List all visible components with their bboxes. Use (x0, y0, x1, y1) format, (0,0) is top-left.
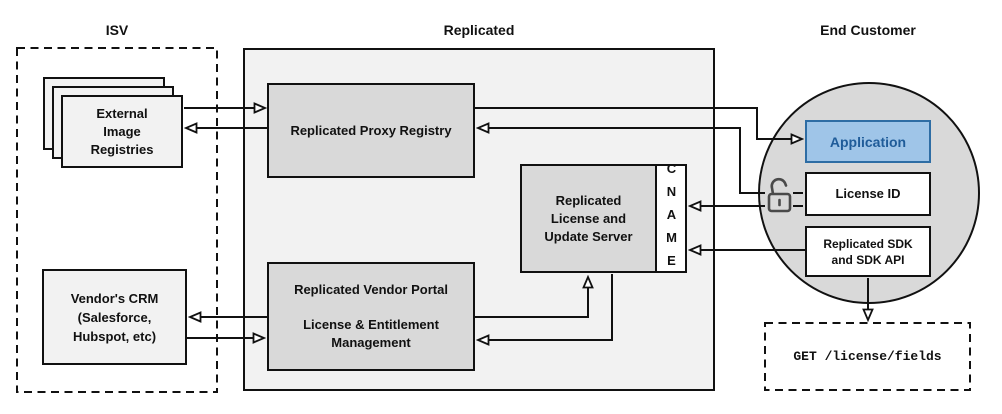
server-line: License and (550, 210, 627, 226)
vendor-portal-title: Replicated Vendor Portal (294, 282, 448, 297)
node-license-update-server: Replicated License and Update Server (520, 164, 657, 273)
registries-line: External (96, 105, 148, 121)
server-line: Update Server (544, 228, 633, 244)
crm-line: (Salesforce, (77, 309, 152, 325)
get-license-fields-label: GET /license/fields (793, 349, 942, 364)
node-replicated-sdk: Replicated SDK and SDK API (805, 226, 931, 277)
sdk-line: and SDK API (831, 252, 905, 267)
crm-line: Hubspot, etc) (72, 328, 157, 344)
node-cname: CNAME (655, 161, 687, 276)
vendor-portal-subtitle-line: Management (331, 335, 411, 350)
node-application: Application (805, 120, 931, 163)
section-title-replicated: Replicated (443, 22, 515, 38)
node-vendor-portal: Replicated Vendor Portal License & Entit… (267, 262, 475, 371)
node-license-id: License ID (805, 172, 931, 216)
application-label: Application (829, 133, 907, 150)
server-line: Replicated (555, 192, 622, 208)
vendor-portal-subtitle-line: License & Entitlement (303, 317, 439, 332)
section-title-end-customer: End Customer (820, 22, 916, 38)
registries-line: Registries (90, 141, 154, 157)
crm-line: Vendor's CRM (70, 290, 159, 306)
node-external-image-registries: External Image Registries (61, 95, 183, 168)
open-padlock-icon (767, 177, 792, 213)
node-replicated-proxy-registry: Replicated Proxy Registry (267, 83, 475, 178)
section-title-isv: ISV (105, 22, 129, 38)
sdk-line: Replicated SDK (823, 236, 913, 251)
node-vendors-crm: Vendor's CRM (Salesforce, Hubspot, etc) (42, 269, 187, 365)
cname-label: CNAME (664, 161, 679, 276)
registries-line: Image (103, 123, 141, 139)
proxy-registry-label: Replicated Proxy Registry (290, 122, 452, 138)
license-id-label: License ID (835, 186, 901, 201)
